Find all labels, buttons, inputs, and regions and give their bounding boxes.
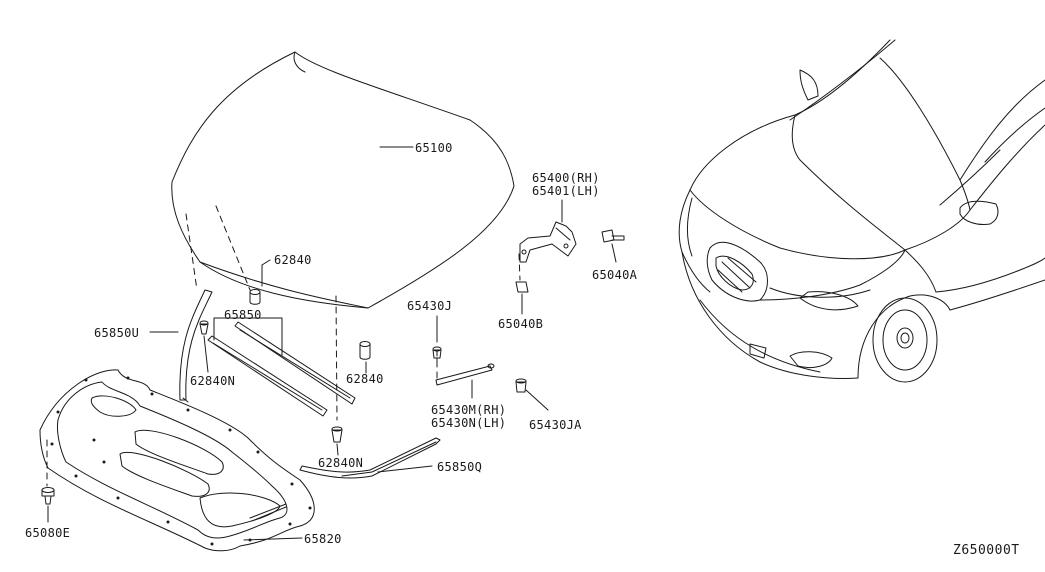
label-rear-seal: 65850Q	[437, 460, 483, 474]
vehicle-front-view	[679, 40, 1045, 382]
label-bumper-n-left: 62840N	[190, 374, 236, 388]
side-seal	[150, 290, 212, 402]
hood-stay	[436, 364, 494, 398]
label-stay-clip-a: 65430JA	[529, 418, 582, 432]
label-hinge-lh: 65401(LH)	[532, 184, 600, 198]
hood-hinge	[520, 200, 576, 262]
front-seal-upper	[235, 322, 355, 404]
label-stay-clip: 65430J	[407, 299, 453, 313]
alignment-dashes	[47, 206, 520, 486]
front-seal-lower	[208, 336, 327, 416]
leader-front-seal	[214, 318, 282, 355]
hood-panel	[172, 52, 514, 308]
hood-bumper-n-left	[200, 321, 208, 372]
label-hinge-bolt: 65040A	[592, 268, 638, 282]
diagram-reference-code: Z650000T	[953, 543, 1020, 558]
label-bumper-lower: 62840	[346, 372, 384, 386]
stay-clip-lower	[516, 379, 548, 410]
label-bumper-upper: 62840	[274, 253, 312, 267]
stay-clip-upper	[433, 316, 441, 365]
hood-bumper-n-mid	[332, 427, 342, 455]
label-stay-rh: 65430M(RH)	[431, 403, 507, 417]
hinge-nut	[516, 282, 528, 314]
label-hinge-rh: 65400(RH)	[532, 171, 600, 185]
hood-insulator	[40, 370, 314, 551]
label-hinge-nut: 65040B	[498, 317, 544, 331]
hood-bumper-lower	[360, 342, 370, 374]
hood-bumper-upper	[250, 260, 270, 304]
label-stay-lh: 65430N(LH)	[431, 416, 507, 430]
label-hood: 65100	[415, 141, 453, 155]
label-insulator: 65820	[304, 532, 342, 546]
label-insulator-clip: 65080E	[25, 526, 71, 540]
label-side-seal: 65850U	[94, 326, 140, 340]
label-bumper-n-mid: 62840N	[318, 456, 364, 470]
label-front-seal: 65850	[224, 308, 262, 322]
insulator-clip	[42, 488, 54, 523]
hinge-bolt	[602, 230, 624, 262]
rear-seal	[300, 438, 440, 478]
